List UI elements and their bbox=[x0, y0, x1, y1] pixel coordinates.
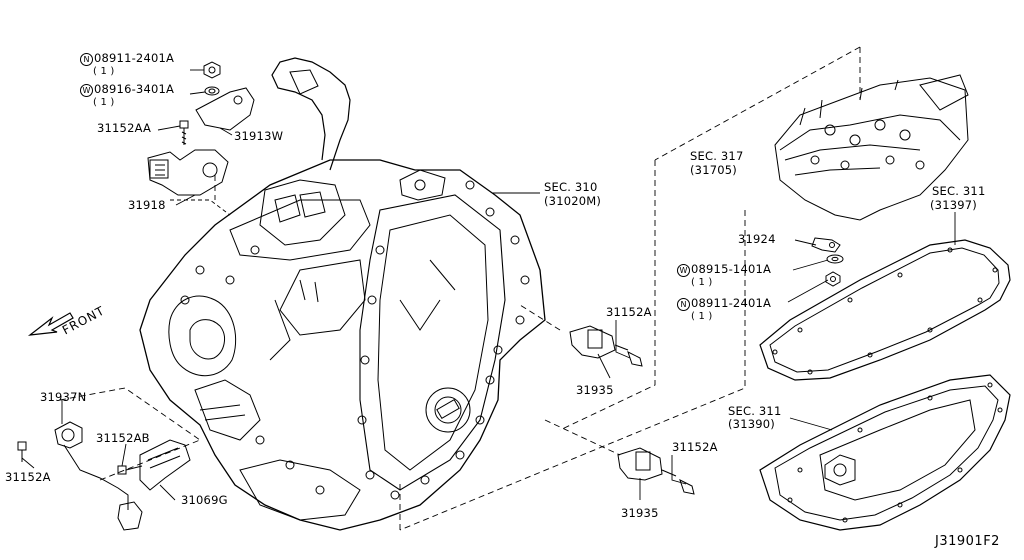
washer-top-part-number: 08916-3401A bbox=[94, 82, 175, 96]
sec310-label: SEC. 310 bbox=[544, 180, 598, 194]
washer-right-part-number: 08915-1401A bbox=[691, 262, 772, 276]
sec310-part-number: (31020M) bbox=[544, 194, 602, 208]
transmission-assembly bbox=[139, 57, 546, 531]
bracket-low-part-number: 31069G bbox=[181, 493, 228, 507]
bracket-top-part-number: 31913W bbox=[234, 129, 284, 143]
sensor-low-part bbox=[617, 447, 695, 495]
nut-top-part-number: 08911-2401A bbox=[94, 51, 175, 65]
washer-top-part bbox=[204, 86, 220, 96]
harness-sensor-part bbox=[54, 421, 143, 531]
dashed-guide-lines bbox=[59, 46, 861, 531]
nut-top-quantity: ( 1 ) bbox=[93, 66, 115, 77]
bolt-left-part bbox=[17, 441, 27, 462]
washer-badge-icon: W bbox=[80, 84, 93, 97]
sensor-mid-part bbox=[569, 325, 643, 367]
leader-lines bbox=[21, 69, 956, 501]
switch-part-number: 31918 bbox=[128, 198, 166, 212]
valve-body-part bbox=[774, 74, 969, 221]
bolt-top-part bbox=[179, 120, 189, 145]
washer-right-badge-icon: W bbox=[677, 264, 690, 277]
bolt-sensor-low-part-number: 31152A bbox=[672, 440, 718, 454]
washer-right-quantity: ( 1 ) bbox=[691, 277, 713, 288]
sec317-part-number: (31705) bbox=[690, 163, 737, 177]
plate-part bbox=[811, 237, 841, 253]
oil-pan-part bbox=[759, 374, 1011, 531]
washer-top-quantity: ( 1 ) bbox=[93, 97, 115, 108]
harness-sensor-part-number: 31937N bbox=[40, 390, 87, 404]
bracket-top-part bbox=[195, 87, 255, 131]
bolt-top-part-number: 31152AA bbox=[97, 121, 152, 135]
diagram-id: J31901F2 bbox=[935, 534, 1000, 549]
sec311-pan-label: SEC. 311 bbox=[728, 404, 782, 418]
sensor-mid-part-number: 31935 bbox=[576, 383, 614, 397]
bolt-left-part-number: 31152A bbox=[5, 470, 51, 484]
sec311-gasket-part-number: (31397) bbox=[930, 198, 977, 212]
sec311-gasket-label: SEC. 311 bbox=[932, 184, 986, 198]
nut-top-part bbox=[203, 61, 221, 79]
nut-right-quantity: ( 1 ) bbox=[691, 311, 713, 322]
front-arrow-icon bbox=[27, 312, 74, 336]
sec317-label: SEC. 317 bbox=[690, 149, 744, 163]
bolt-bracket-part-number: 31152AB bbox=[96, 431, 150, 445]
nut-right-part-number: 08911-2401A bbox=[691, 296, 772, 310]
gasket-part bbox=[759, 239, 1011, 381]
bracket-low-part bbox=[139, 439, 191, 491]
nut-right-part bbox=[825, 271, 841, 287]
washer-right-part bbox=[826, 254, 844, 264]
sensor-low-part-number: 31935 bbox=[621, 506, 659, 520]
nut-right-badge-icon: N bbox=[677, 298, 690, 311]
switch-part bbox=[147, 149, 229, 196]
bolt-sensor-mid-part-number: 31152A bbox=[606, 305, 652, 319]
sec311-pan-part-number: (31390) bbox=[728, 417, 775, 431]
plate-part-number: 31924 bbox=[738, 232, 776, 246]
bolt-bracket-part bbox=[117, 465, 143, 475]
nut-badge-icon: N bbox=[80, 53, 93, 66]
